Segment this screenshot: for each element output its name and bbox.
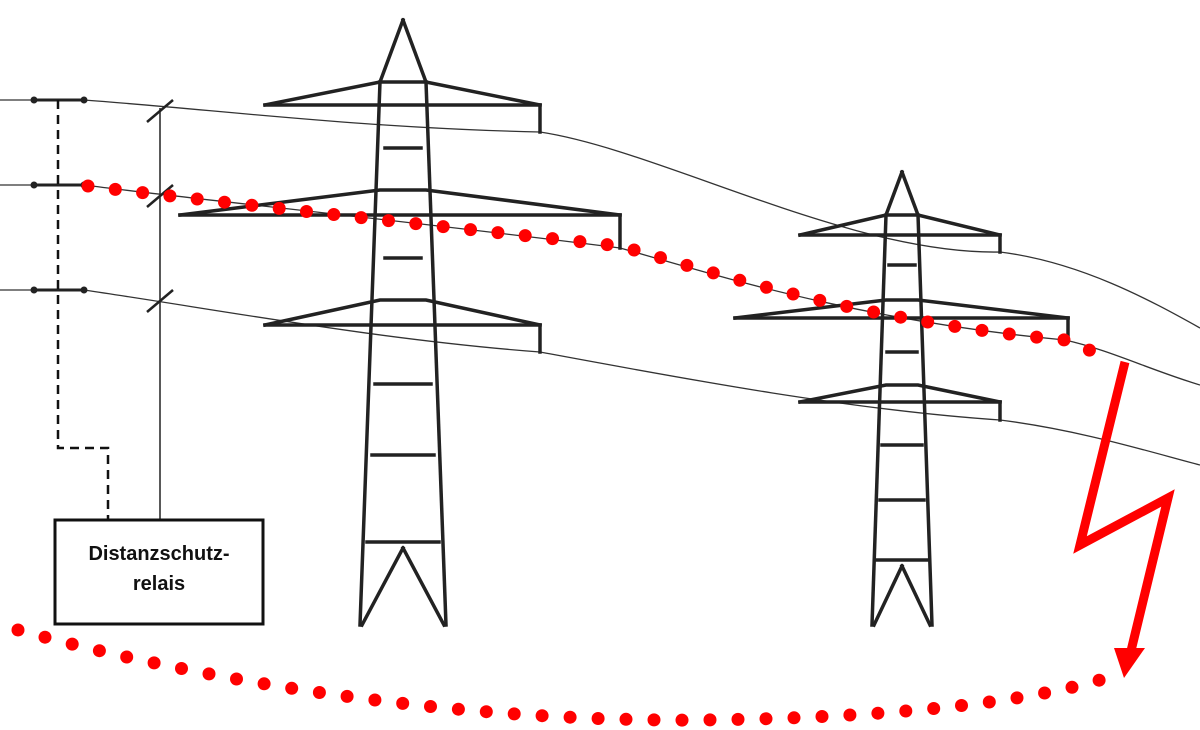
fault-path-dot (354, 211, 368, 225)
earth-return-dot (927, 702, 941, 715)
fault-path-dot (813, 293, 827, 307)
earth-return-dot (591, 712, 605, 725)
earth-return-dot (1092, 673, 1106, 687)
earth-return-dot (815, 710, 829, 723)
earth-return-dot (368, 693, 382, 707)
measurement-line (146, 99, 174, 520)
earth-return-dot (285, 681, 299, 695)
fault-current-loop (11, 179, 1106, 727)
distance-protection-relay: Distanzschutz- relais (53, 518, 265, 626)
fault-path-dot (894, 310, 908, 324)
earth-return-dot (92, 644, 106, 658)
fault-path-dot (108, 182, 122, 196)
fault-path-dot (409, 217, 423, 231)
earth-return-dot (899, 704, 913, 718)
earth-return-dot (451, 702, 465, 716)
conductor-lines (0, 99, 1200, 466)
fault-path-dot (491, 226, 505, 240)
fault-path-dot (190, 192, 204, 206)
earth-return-dot (787, 711, 801, 725)
earth-return-dot (1038, 686, 1052, 700)
earth-return-dot (1010, 691, 1024, 705)
fault-path-dot (1030, 330, 1044, 344)
earth-return-dot (703, 713, 717, 727)
earth-return-dot (396, 696, 410, 710)
fault-path-dot (300, 205, 313, 218)
transmission-tower-icon (178, 17, 622, 628)
earth-return-dot (120, 650, 134, 664)
earth-return-dot (535, 709, 549, 723)
earth-return-dot (1065, 680, 1079, 694)
fault-path-dot (218, 195, 231, 209)
earth-return-dot (871, 706, 885, 720)
fault-path-dot (327, 208, 341, 221)
earth-return-dot (619, 712, 633, 726)
fault-path-dot (546, 232, 559, 246)
earth-return-dot (982, 695, 996, 709)
conductor-phase-top (0, 99, 1200, 329)
fault-path-dot (1082, 343, 1096, 357)
earth-return-dot (759, 712, 773, 726)
fault-path-dot (680, 258, 694, 272)
fault-path-dot (840, 299, 854, 313)
earth-return-dot (507, 707, 521, 721)
earth-return-dot (479, 705, 493, 719)
fault-path-dot (136, 186, 150, 200)
earth-return-dot (843, 708, 857, 722)
breaker-trip-line (56, 100, 110, 520)
earth-return-dot (38, 630, 52, 644)
fault-path-dot (733, 273, 747, 287)
earth-return-dot (312, 686, 326, 699)
fault-path-dot (921, 315, 935, 329)
fault-path-dot (627, 243, 641, 257)
earth-return-dot (65, 637, 79, 651)
fault-path-dot (163, 189, 177, 203)
fault-path-dot (436, 220, 450, 234)
fault-path-dot (1002, 327, 1016, 341)
earth-return-dot (147, 656, 161, 670)
fault-path-dot (786, 287, 800, 301)
fault-path-dot (867, 305, 881, 319)
earth-return-dot (955, 699, 968, 712)
fault-path-dot (464, 223, 477, 237)
fault-path-dot (948, 319, 962, 333)
fault-path-dot (975, 323, 989, 337)
circuit-breaker-icon (30, 96, 88, 294)
earth-return-dot (424, 700, 437, 713)
earth-return-dot (563, 710, 577, 724)
earth-return-dot (647, 713, 661, 727)
fault-path-dot (382, 214, 395, 228)
fault-path-dot (518, 229, 532, 243)
earth-return-dot (257, 677, 271, 691)
relay-label-line1: Distanzschutz- (88, 543, 229, 565)
fault-path-dot (759, 280, 773, 294)
fault-path-dot (706, 266, 720, 280)
fault-path-dot (245, 198, 259, 212)
earth-return-dot (175, 662, 188, 675)
fault-path-dot (654, 251, 667, 265)
lightning-bolt-icon (1073, 360, 1175, 678)
earth-return-dot (340, 689, 354, 703)
fault-path-dot (573, 235, 587, 249)
fault-path-dot (600, 238, 614, 252)
earth-return-dot (675, 713, 689, 727)
earth-return-dot (202, 667, 216, 681)
earth-return-dot (11, 623, 25, 637)
transmission-tower-icon (733, 169, 1070, 628)
fault-path-dot (1057, 333, 1071, 347)
fault-path-dot (272, 201, 286, 215)
earth-return-dot (230, 672, 243, 686)
relay-label-line2: relais (133, 573, 185, 595)
earth-return-dot (731, 712, 745, 726)
fault-path-dot (81, 179, 95, 193)
